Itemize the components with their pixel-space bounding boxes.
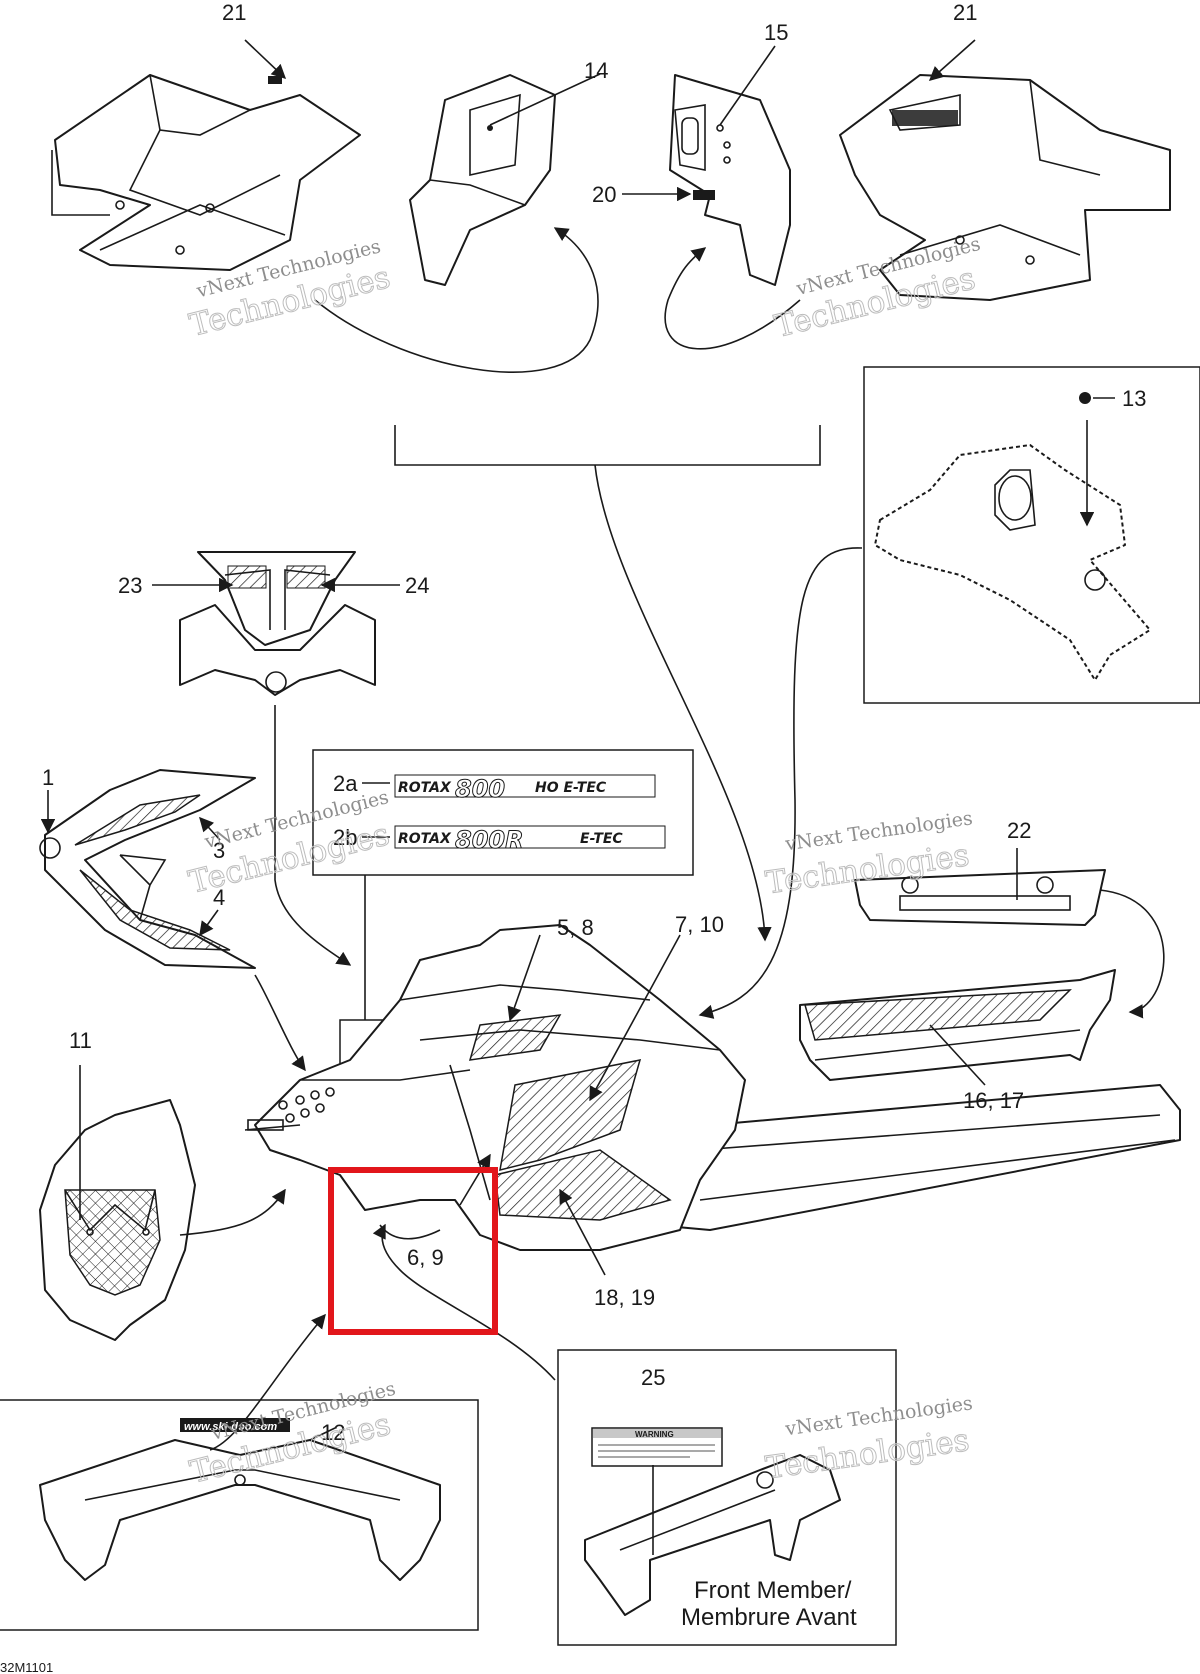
website-decal: www.ski-doo.com [184, 1421, 277, 1433]
running-board-drawing [799, 969, 1116, 1081]
rotax-label-2a: ROTAX [398, 780, 452, 796]
highlight-box-6-9[interactable] [328, 1167, 498, 1335]
headlight-panel-drawing [179, 551, 376, 696]
callout-18-19: 18, 19 [594, 1285, 655, 1310]
callout-22: 22 [1007, 818, 1031, 843]
callout-15: 15 [764, 20, 788, 45]
diagram-reference-number: 32M1101 [0, 1660, 53, 1674]
front-member-caption-line2: Membrure Avant [681, 1604, 857, 1631]
warning-label-drawing: WARNING [591, 1427, 723, 1467]
engine-number-2a: 800 [455, 775, 505, 803]
front-member-drawing [584, 1454, 841, 1616]
watermark-group: vNext Technologies Technologies vNext Te… [185, 233, 983, 1491]
callout-1: 1 [42, 765, 54, 790]
callout-11: 11 [69, 1028, 92, 1053]
left-side-panel-drawing [51, 74, 361, 271]
right-inner-panel-drawing [669, 74, 791, 286]
left-inner-panel-drawing [409, 74, 556, 286]
callout-13: 13 [1122, 386, 1146, 411]
hood-drawing [39, 769, 256, 969]
callout-5-8: 5, 8 [557, 915, 594, 940]
callout-14: 14 [584, 58, 608, 83]
warning-label-text: WARNING [635, 1430, 674, 1439]
front-bumper-drawing: www.ski-doo.com [39, 1418, 441, 1581]
grille-drawing [39, 1099, 196, 1341]
engine-suffix-2b: E-TEC [580, 831, 623, 847]
callout-16-17: 16, 17 [963, 1088, 1024, 1113]
callout-2a: 2a [333, 771, 358, 796]
callout-3: 3 [213, 838, 225, 863]
rotax-decal-2a: ROTAX 800 HO E-TEC [394, 774, 656, 804]
callout-21-left: 21 [222, 0, 246, 25]
callout-7-10: 7, 10 [675, 912, 724, 937]
main-snowmobile-drawing [244, 924, 1181, 1251]
callout-2b: 2b [333, 825, 357, 850]
gauge-console-drawing [874, 444, 1151, 681]
right-side-panel-drawing [839, 74, 1171, 301]
engine-number-2b: 800R [455, 826, 524, 854]
callout-23: 23 [118, 573, 142, 598]
callout-4: 4 [213, 885, 225, 910]
callout-6-9: 6, 9 [407, 1245, 444, 1270]
front-member-caption-line1: Front Member/ [694, 1577, 852, 1604]
callout-21-right: 21 [953, 0, 977, 25]
rotax-decal-2b: ROTAX 800R E-TEC [394, 825, 666, 855]
callout-24: 24 [405, 573, 429, 598]
engine-suffix-2a: HO E-TEC [535, 780, 607, 796]
rotax-label-2b: ROTAX [398, 831, 452, 847]
callout-25: 25 [641, 1365, 665, 1390]
callout-20: 20 [592, 182, 616, 207]
callout-12: 12 [321, 1420, 345, 1445]
rear-flap-drawing [854, 869, 1106, 926]
